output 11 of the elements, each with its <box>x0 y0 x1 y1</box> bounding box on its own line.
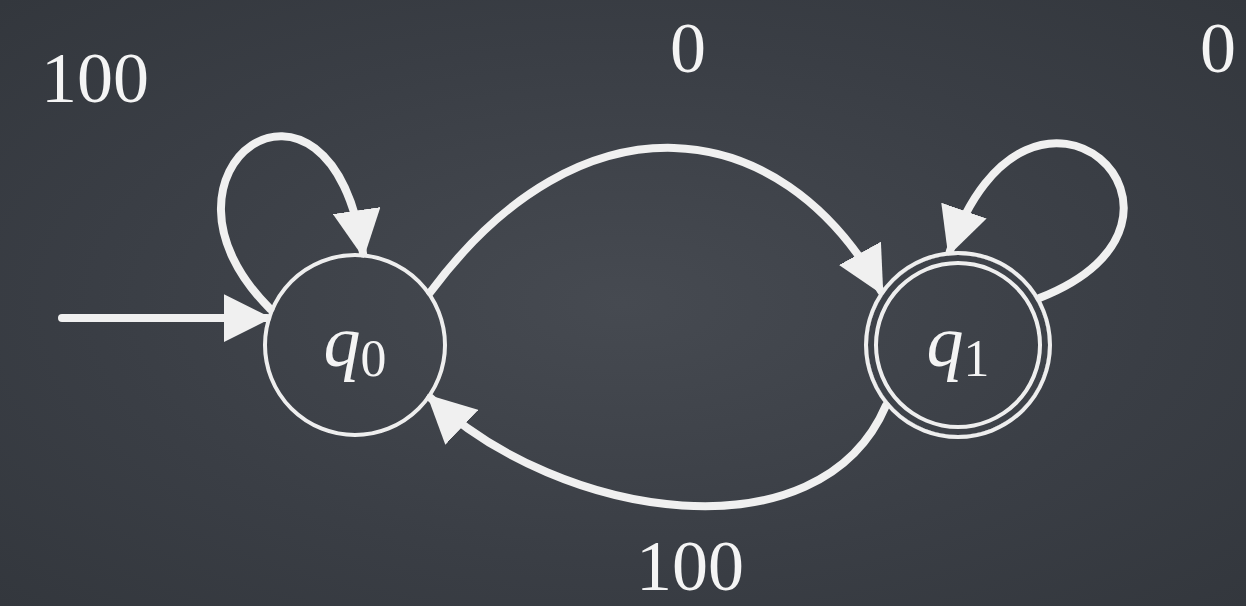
edge-label: 100 <box>636 530 744 602</box>
state-label: q$_{0}$ <box>323 304 387 386</box>
edge-label: 100 <box>41 42 149 114</box>
edge-label: 0 <box>670 12 706 84</box>
edge-label: 0 <box>1200 12 1236 84</box>
self-loop-arrow <box>216 133 377 314</box>
transition-arrow <box>426 393 890 510</box>
state-circle <box>263 253 447 437</box>
transition-arrow <box>426 143 885 297</box>
state-label: q$_{1}$ <box>926 304 990 386</box>
accepting-state-circle <box>864 251 1052 439</box>
